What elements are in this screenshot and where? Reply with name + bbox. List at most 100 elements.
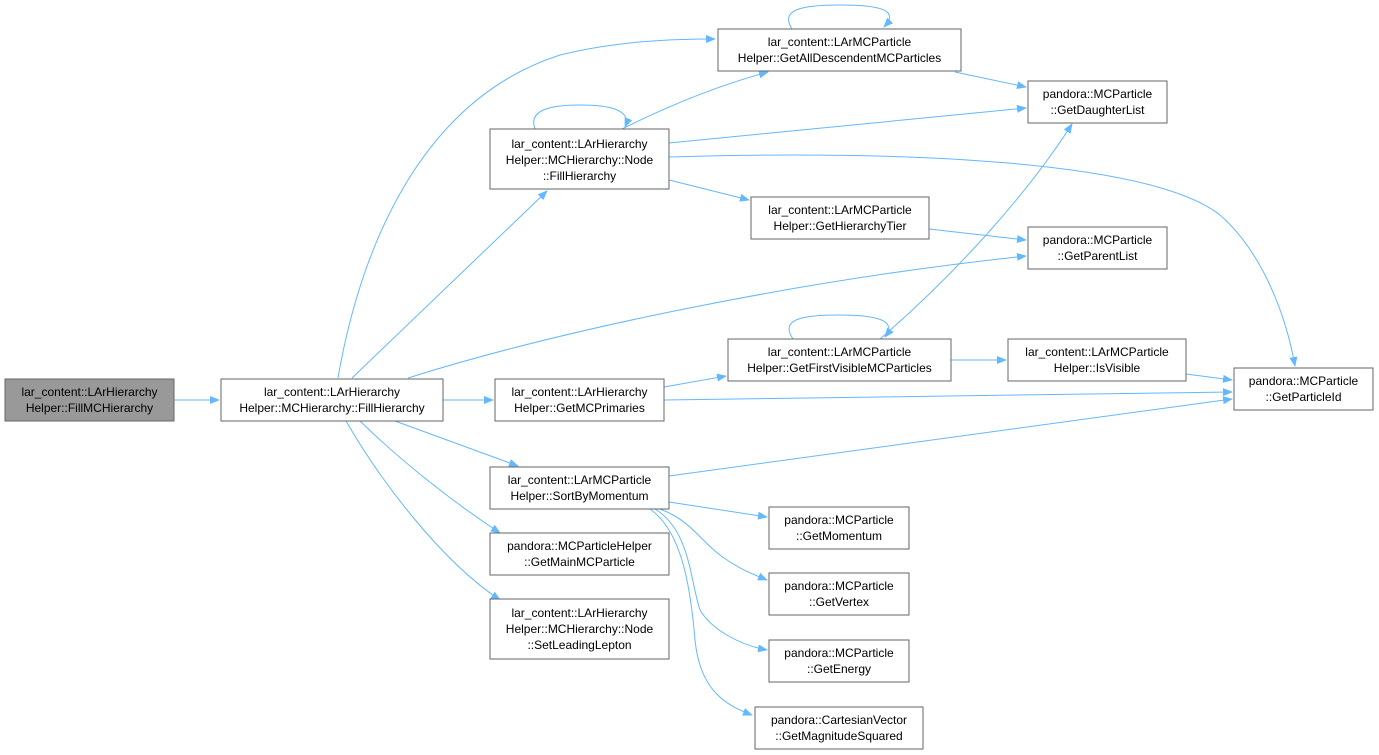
- node-node-fill-hierarchy-line-3: ::FillHierarchy: [543, 169, 616, 183]
- node-get-vertex[interactable]: pandora::MCParticle ::GetVertex: [768, 572, 910, 616]
- node-fill-mc-hierarchy[interactable]: lar_content::LArHierarchy Helper::FillMC…: [4, 378, 175, 422]
- edge-node-fill-hierarchy-self-loop: [533, 104, 633, 130]
- node-get-hierarchy-tier-box: [750, 196, 930, 240]
- node-get-hierarchy-tier[interactable]: lar_content::LArMCParticle Helper::GetHi…: [750, 196, 930, 240]
- node-get-particle-id-line-2: ::GetParticleId: [1265, 390, 1341, 404]
- node-fill-mc-hierarchy-line-1: lar_content::LArHierarchy: [21, 385, 157, 399]
- edge-get-all-descendent-self-loop: [788, 4, 894, 30]
- node-is-visible-line-2: Helper::IsVisible: [1054, 361, 1141, 375]
- node-get-particle-id-line-1: pandora::MCParticle: [1249, 374, 1359, 388]
- node-is-visible-box: [1007, 338, 1187, 382]
- node-node-fill-hierarchy[interactable]: lar_content::LArHierarchy Helper::MCHier…: [489, 128, 670, 190]
- edges: [174, 4, 1298, 716]
- edge-sort-by-momentum-to-get-momentum: [668, 501, 768, 520]
- node-get-mc-primaries-box: [494, 378, 665, 422]
- edge-node-fill-hierarchy-to-get-all-descendent: [621, 70, 769, 130]
- node-get-main-mc-particle-line-1: pandora::MCParticleHelper: [507, 539, 652, 553]
- edge-fill-hierarchy-to-get-main-mc-particle: [359, 420, 501, 534]
- node-get-momentum-box: [768, 506, 910, 550]
- node-sort-by-momentum-line-1: lar_content::LArMCParticle: [508, 473, 652, 487]
- node-get-mc-primaries[interactable]: lar_content::LArHierarchy Helper::GetMCP…: [494, 378, 665, 422]
- node-get-momentum-line-1: pandora::MCParticle: [784, 513, 894, 527]
- node-get-energy-box: [768, 639, 910, 683]
- node-get-parent-list-line-2: ::GetParentList: [1057, 249, 1138, 263]
- edge-sort-by-momentum-to-get-vertex: [659, 508, 768, 581]
- node-set-leading-lepton-line-3: ::SetLeadingLepton: [527, 638, 631, 652]
- edge-sort-by-momentum-to-get-particle-id: [668, 396, 1233, 477]
- node-get-daughter-list[interactable]: pandora::MCParticle ::GetDaughterList: [1027, 80, 1168, 124]
- node-get-first-visible-mc-particles-line-2: Helper::GetFirstVisibleMCParticles: [747, 361, 932, 375]
- node-get-daughter-list-line-2: ::GetDaughterList: [1050, 103, 1145, 117]
- node-node-fill-hierarchy-box: [489, 128, 670, 190]
- node-sort-by-momentum-line-2: Helper::SortByMomentum: [510, 489, 648, 503]
- node-set-leading-lepton-line-1: lar_content::LArHierarchy: [511, 606, 647, 620]
- node-get-daughter-list-line-1: pandora::MCParticle: [1043, 87, 1153, 101]
- node-get-first-visible-mc-particles[interactable]: lar_content::LArMCParticle Helper::GetFi…: [727, 338, 952, 382]
- node-get-vertex-line-1: pandora::MCParticle: [784, 579, 894, 593]
- edge-get-mc-primaries-to-get-particle-id: [663, 388, 1233, 401]
- node-mchierarchy-fill-hierarchy-line-1: lar_content::LArHierarchy: [264, 385, 400, 399]
- node-get-momentum-line-2: ::GetMomentum: [796, 529, 882, 543]
- node-get-particle-id-box: [1233, 367, 1374, 411]
- edge-get-all-descendent-to-get-daughter-list: [954, 71, 1027, 90]
- node-sort-by-momentum-box: [489, 466, 670, 510]
- node-mchierarchy-fill-hierarchy-line-2: Helper::MCHierarchy::FillHierarchy: [239, 401, 424, 415]
- node-node-fill-hierarchy-line-1: lar_content::LArHierarchy: [511, 137, 647, 151]
- node-get-all-descendent-mc-particles-line-2: Helper::GetAllDescendentMCParticles: [738, 51, 941, 65]
- node-get-vertex-line-2: ::GetVertex: [809, 595, 869, 609]
- node-get-vertex-box: [768, 572, 910, 616]
- node-get-main-mc-particle-box: [489, 532, 670, 576]
- node-get-mc-primaries-line-2: Helper::GetMCPrimaries: [514, 401, 645, 415]
- node-get-parent-list[interactable]: pandora::MCParticle ::GetParentList: [1027, 226, 1168, 270]
- edge-get-hierarchy-tier-to-get-parent-list: [928, 228, 1027, 243]
- edge-fill-hierarchy-to-sort-by-momentum: [394, 420, 519, 467]
- node-get-parent-list-box: [1027, 226, 1168, 270]
- edge-fill-hierarchy-to-get-parent-list: [407, 252, 1027, 379]
- node-get-parent-list-line-1: pandora::MCParticle: [1043, 233, 1153, 247]
- node-is-visible[interactable]: lar_content::LArMCParticle Helper::IsVis…: [1007, 338, 1187, 382]
- edge-get-first-visible-self-loop: [788, 314, 894, 340]
- node-get-momentum[interactable]: pandora::MCParticle ::GetMomentum: [768, 506, 910, 550]
- edge-fill-hierarchy-to-set-leading-lepton: [345, 420, 501, 601]
- edge-fill-hierarchy-to-node-fill-hierarchy: [351, 190, 548, 379]
- edge-node-fill-hierarchy-to-get-daughter-list: [668, 104, 1027, 144]
- edge-sort-by-momentum-to-get-magnitude-squared: [649, 508, 753, 716]
- node-get-main-mc-particle-line-2: ::GetMainMCParticle: [524, 555, 635, 569]
- edge-is-visible-to-get-particle-id: [1185, 373, 1233, 383]
- node-get-magnitude-squared-box: [754, 706, 924, 750]
- node-get-all-descendent-mc-particles-box: [717, 28, 962, 72]
- node-get-first-visible-mc-particles-box: [727, 338, 952, 382]
- node-get-all-descendent-mc-particles[interactable]: lar_content::LArMCParticle Helper::GetAl…: [717, 28, 962, 72]
- node-get-energy-line-1: pandora::MCParticle: [784, 646, 894, 660]
- node-node-fill-hierarchy-line-2: Helper::MCHierarchy::Node: [506, 153, 654, 167]
- node-get-magnitude-squared-line-1: pandora::CartesianVector: [771, 713, 907, 727]
- node-get-magnitude-squared-line-2: ::GetMagnitudeSquared: [775, 729, 902, 743]
- node-set-leading-lepton-box: [489, 598, 670, 660]
- node-get-all-descendent-mc-particles-line-1: lar_content::LArMCParticle: [768, 35, 912, 49]
- node-get-particle-id[interactable]: pandora::MCParticle ::GetParticleId: [1233, 367, 1374, 411]
- edge-sort-by-momentum-to-get-energy: [654, 508, 768, 653]
- node-get-daughter-list-box: [1027, 80, 1168, 124]
- edge-get-first-visible-to-get-daughter-list: [879, 123, 1073, 340]
- node-get-energy-line-2: ::GetEnergy: [807, 662, 871, 676]
- node-get-energy[interactable]: pandora::MCParticle ::GetEnergy: [768, 639, 910, 683]
- node-get-hierarchy-tier-line-1: lar_content::LArMCParticle: [768, 203, 912, 217]
- node-get-main-mc-particle[interactable]: pandora::MCParticleHelper ::GetMainMCPar…: [489, 532, 670, 576]
- node-get-magnitude-squared[interactable]: pandora::CartesianVector ::GetMagnitudeS…: [754, 706, 924, 750]
- node-fill-mc-hierarchy-box: [4, 378, 175, 422]
- node-get-hierarchy-tier-line-2: Helper::GetHierarchyTier: [774, 219, 907, 233]
- node-sort-by-momentum[interactable]: lar_content::LArMCParticle Helper::SortB…: [489, 466, 670, 510]
- node-is-visible-line-1: lar_content::LArMCParticle: [1025, 345, 1169, 359]
- edge-node-fill-hierarchy-to-get-particle-id: [668, 154, 1298, 367]
- node-mchierarchy-fill-hierarchy[interactable]: lar_content::LArHierarchy Helper::MCHier…: [220, 378, 444, 422]
- edge-node-fill-hierarchy-to-get-hierarchy-tier: [668, 179, 750, 202]
- node-get-mc-primaries-line-1: lar_content::LArHierarchy: [511, 385, 647, 399]
- edge-get-mc-primaries-to-get-first-visible: [663, 373, 727, 388]
- node-fill-mc-hierarchy-line-2: Helper::FillMCHierarchy: [26, 401, 153, 415]
- node-set-leading-lepton-line-2: Helper::MCHierarchy::Node: [506, 622, 654, 636]
- node-set-leading-lepton[interactable]: lar_content::LArHierarchy Helper::MCHier…: [489, 598, 670, 660]
- node-get-first-visible-mc-particles-line-1: lar_content::LArMCParticle: [768, 345, 912, 359]
- edge-fill-hierarchy-to-get-all-descendent: [337, 35, 716, 379]
- node-mchierarchy-fill-hierarchy-box: [220, 378, 444, 422]
